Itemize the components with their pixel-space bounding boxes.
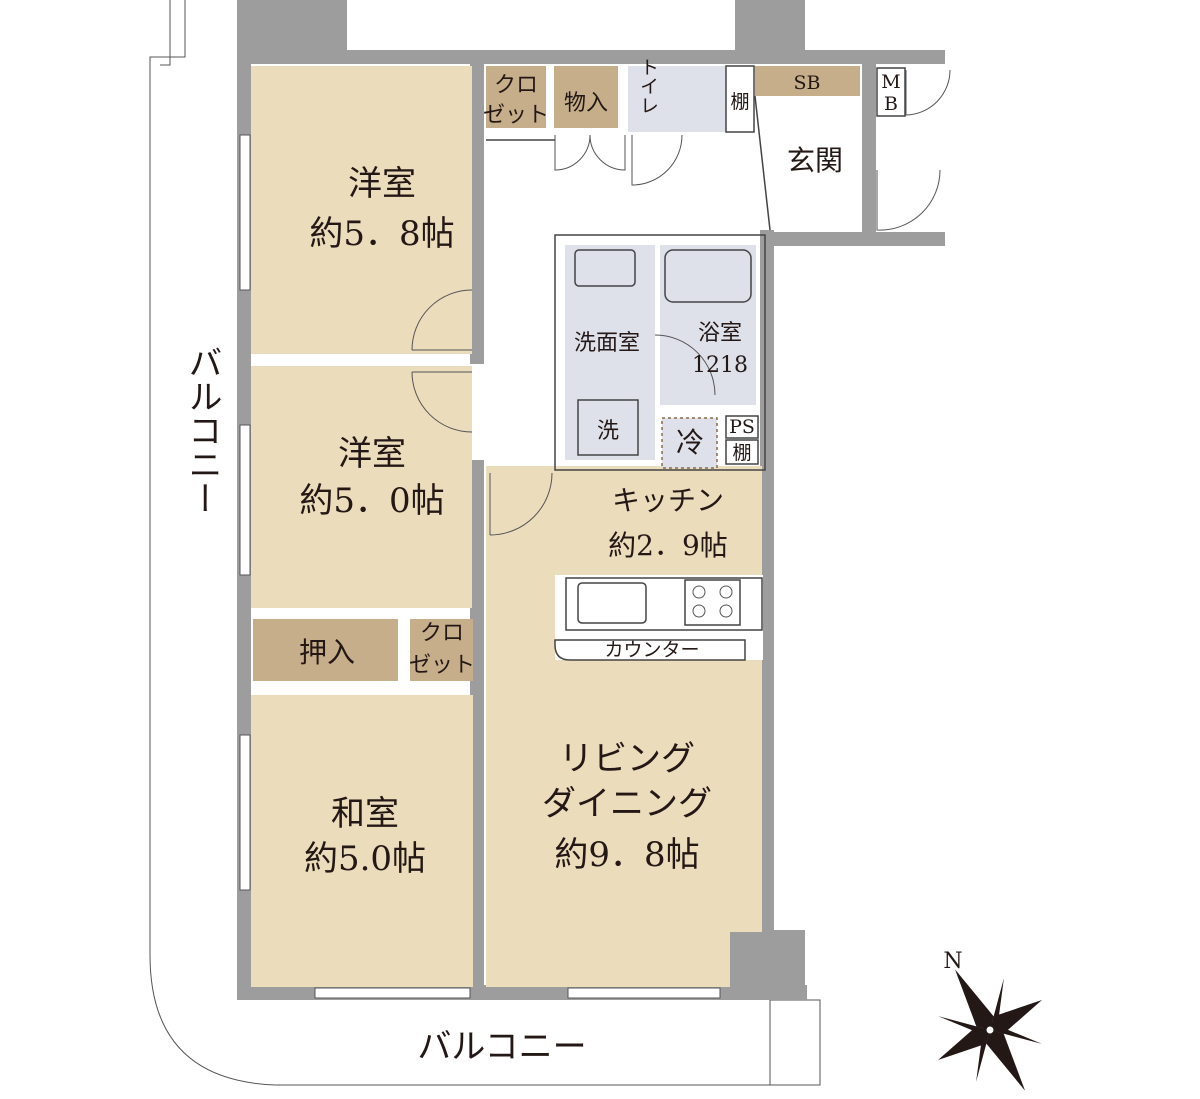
storage-floor bbox=[554, 66, 618, 128]
stove bbox=[684, 579, 741, 626]
washroom-label: 洗面室 bbox=[574, 331, 640, 356]
washroom-floor bbox=[565, 245, 655, 460]
compass-icon bbox=[938, 969, 1042, 1091]
western-room-2-name: 洋室 bbox=[338, 434, 406, 474]
kitchen-size: 約2．9帖 bbox=[608, 529, 728, 562]
oshiire-floor bbox=[253, 619, 398, 681]
meter-box-label-1: M bbox=[881, 71, 900, 93]
japanese-room-size: 約5.0帖 bbox=[304, 839, 426, 879]
closet-top-floor bbox=[486, 66, 546, 128]
balcony-outline bbox=[149, 0, 821, 1086]
shoe-box bbox=[755, 66, 860, 96]
ldk-size: 約9．8帖 bbox=[554, 835, 699, 875]
japanese-room-name: 和室 bbox=[331, 794, 399, 834]
ps-label: PS bbox=[729, 416, 755, 438]
sink bbox=[577, 582, 647, 624]
closet-top-line1: クロ bbox=[494, 73, 538, 98]
entrance-label: 玄関 bbox=[787, 144, 843, 177]
bathroom-label: 浴室 bbox=[698, 321, 742, 346]
fridge-label: 冷 bbox=[676, 426, 704, 459]
balcony-west-label: バルコニー bbox=[182, 345, 222, 515]
balcony-south-label: バルコニー bbox=[417, 1027, 586, 1067]
shoe-box-label: SB bbox=[794, 72, 821, 94]
toilet-label: トイレ bbox=[637, 58, 659, 115]
japanese-room-floor bbox=[251, 695, 473, 987]
closet-mid-floor bbox=[410, 619, 473, 681]
counter-label: カウンター bbox=[604, 639, 699, 661]
kitchen-name: キッチン bbox=[612, 484, 724, 517]
storage-label: 物入 bbox=[564, 91, 608, 116]
washer-label: 洗 bbox=[597, 419, 619, 444]
ps-shelf-label: 棚 bbox=[732, 442, 751, 464]
ldk-line1: リビング bbox=[559, 739, 695, 779]
meter-box-label-2: B bbox=[884, 93, 898, 115]
compass-north-label: N bbox=[943, 949, 962, 974]
bathroom-size: 1218 bbox=[692, 353, 748, 378]
closet-mid-line1: クロ bbox=[420, 621, 464, 646]
western-room-1-floor bbox=[251, 66, 472, 354]
closet-top-line2: ゼット bbox=[483, 103, 549, 128]
western-room-1-name: 洋室 bbox=[348, 164, 416, 204]
fridge-area bbox=[662, 418, 717, 468]
western-room-2-floor bbox=[251, 366, 472, 608]
door-swings bbox=[411, 69, 951, 536]
western-room-2-size: 約5．0帖 bbox=[299, 481, 444, 521]
bathroom-floor bbox=[660, 245, 756, 405]
windows bbox=[239, 134, 721, 999]
kitchen-counter-area bbox=[555, 575, 763, 660]
toilet-shelf-label: 棚 bbox=[730, 91, 749, 113]
western-room-1-size: 約5．8帖 bbox=[309, 214, 454, 254]
meter-box bbox=[876, 67, 906, 117]
closet-mid-line2: ゼット bbox=[409, 653, 475, 678]
ldk-line2: ダイニング bbox=[542, 784, 712, 824]
oshiire-label: 押入 bbox=[299, 636, 355, 669]
toilet-floor bbox=[628, 66, 726, 132]
